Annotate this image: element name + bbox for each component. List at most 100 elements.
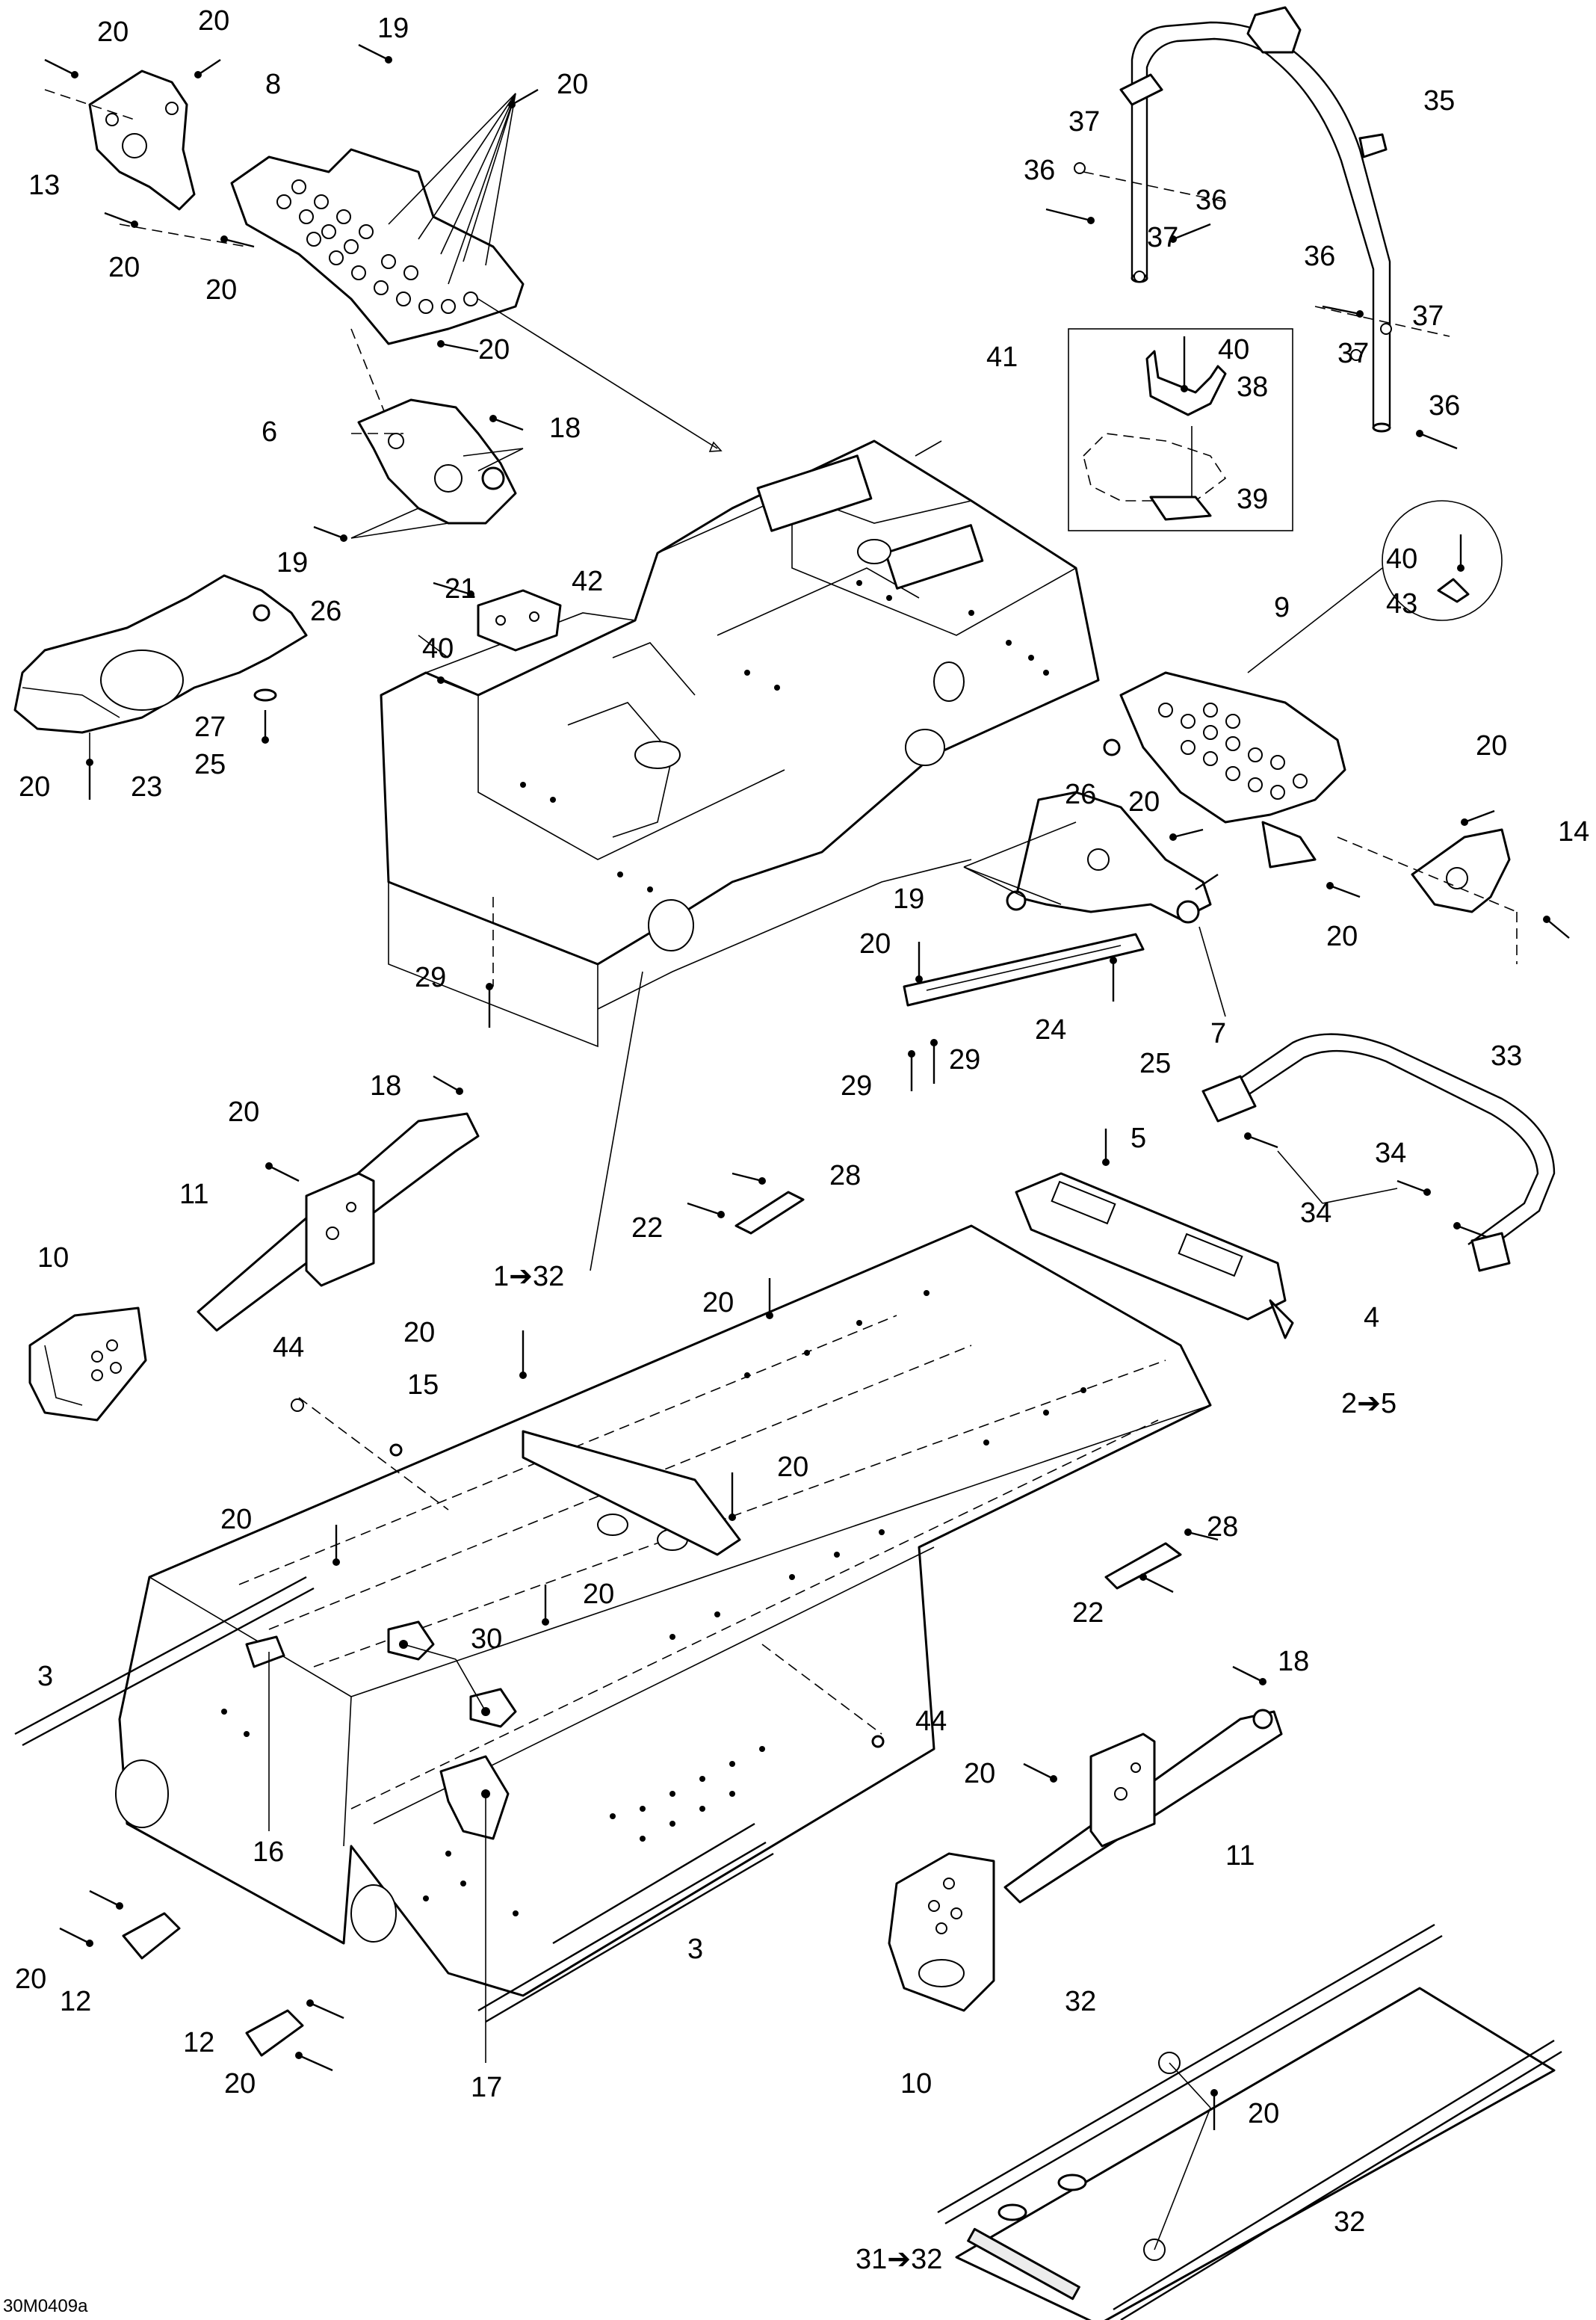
front-frame-1: [380, 439, 1100, 1048]
callout: 20: [220, 1504, 252, 1535]
callout: 18: [370, 1070, 401, 1102]
callout: 27: [194, 712, 226, 743]
callout: 29: [841, 1070, 872, 1102]
callout: 20: [557, 69, 588, 100]
callout: 42: [572, 566, 603, 597]
callout: 40: [1386, 543, 1417, 575]
callout: 20: [777, 1451, 808, 1483]
callout: 18: [549, 413, 581, 444]
chassis-leaders: [418, 440, 942, 1271]
callout: 20: [1326, 921, 1358, 952]
callout: 44: [273, 1332, 304, 1363]
callout: 20: [97, 16, 129, 48]
callout: 36: [1429, 390, 1460, 422]
stand-10-left: [28, 1306, 147, 1422]
callout: 19: [377, 13, 409, 44]
callout: 37: [1147, 222, 1178, 253]
callout: 34: [1375, 1138, 1406, 1169]
callout: 3: [37, 1661, 53, 1692]
callout: 20: [205, 274, 237, 306]
bracket-14: [1326, 809, 1570, 964]
footrest-11-left: [197, 1075, 480, 1332]
callout: 29: [415, 962, 446, 993]
callout: 12: [60, 1986, 91, 2017]
callout: 36: [1024, 155, 1055, 186]
callout: 20: [1248, 2098, 1279, 2129]
callout: 24: [1035, 1014, 1066, 1046]
callout: 35: [1423, 85, 1455, 117]
callout: 20: [859, 928, 891, 960]
strap-28-upper: [687, 1172, 805, 1235]
rivets-top-left: [44, 43, 539, 248]
tunnel-brackets: [245, 1397, 885, 2063]
callout: 21: [445, 573, 476, 605]
callout: 18: [1278, 1646, 1309, 1677]
callout: 31➔32: [856, 2244, 942, 2275]
callout: 7: [1210, 1018, 1226, 1049]
callout: 22: [1072, 1597, 1104, 1629]
plate-42: [477, 589, 562, 652]
callout: 17: [471, 2072, 502, 2103]
rail-3-right: [477, 1822, 774, 2023]
callout: 19: [893, 883, 924, 915]
callout: 28: [829, 1160, 861, 1191]
callout: 10: [37, 1242, 69, 1274]
detail-inset: [1068, 328, 1293, 531]
callout: 20: [403, 1317, 435, 1348]
callout: 14: [1558, 816, 1589, 848]
callout: 2➔5: [1341, 1388, 1396, 1419]
callout: 20: [1128, 786, 1160, 818]
rivets-tunnel: [291, 1278, 773, 1626]
callout: 33: [1491, 1040, 1522, 1072]
callout: 11: [1225, 1840, 1255, 1872]
callout: 30: [471, 1623, 502, 1655]
figure-reference: 30M0409a: [3, 2296, 88, 2316]
callout: 20: [478, 334, 510, 365]
callout: 20: [15, 1963, 46, 1995]
fasteners-35: [1045, 162, 1458, 450]
callout: 20: [228, 1096, 259, 1128]
callout: 20: [224, 2068, 256, 2100]
callout: 37: [1337, 338, 1369, 369]
callout: 32: [1334, 2206, 1365, 2238]
callout: 44: [915, 1706, 947, 1737]
callout: 11: [179, 1179, 208, 1210]
plate-12-lower: [245, 1999, 344, 2072]
callout: 41: [986, 342, 1018, 373]
rail-32-upper: [937, 1923, 1443, 2225]
callout: 38: [1237, 371, 1268, 403]
stand-10-right: [888, 1852, 995, 2012]
callout: 32: [1065, 1986, 1096, 2017]
callout: 20: [583, 1579, 614, 1610]
callout: 12: [183, 2027, 214, 2058]
callout: 25: [1139, 1048, 1171, 1079]
callout-labels: 20 20 19 20 8 13 20 20 35 37 36 36 37 36…: [15, 5, 1589, 2275]
rail-32-lower: [1113, 2039, 1562, 2320]
chassis-holes: [520, 580, 1049, 892]
plate-4: [1015, 1129, 1294, 1339]
callout: 8: [265, 69, 281, 100]
footrest-holes: [276, 179, 478, 314]
callout: 37: [1068, 106, 1100, 138]
callout: 40: [422, 633, 454, 664]
callout: 4: [1364, 1302, 1379, 1333]
callout: 34: [1300, 1197, 1331, 1229]
strap-28-lower: [1104, 1528, 1219, 1594]
callout: 20: [702, 1287, 734, 1318]
fasteners-23: [86, 604, 277, 800]
detail-circle: [1247, 500, 1503, 673]
callout: 10: [900, 2068, 932, 2100]
callout: 6: [262, 416, 277, 448]
callout: 22: [631, 1212, 663, 1244]
callout: 19: [276, 547, 308, 579]
callout: 28: [1207, 1511, 1238, 1543]
callout: 20: [19, 771, 50, 803]
footrest-11-right: [1003, 1665, 1283, 1904]
callout: 20: [108, 252, 140, 283]
board-31: [955, 1987, 1556, 2320]
callout: 20: [1476, 730, 1507, 762]
callout: 36: [1304, 241, 1335, 272]
callout: 26: [310, 596, 341, 627]
callout: 9: [1274, 592, 1290, 623]
callout: 23: [131, 771, 162, 803]
